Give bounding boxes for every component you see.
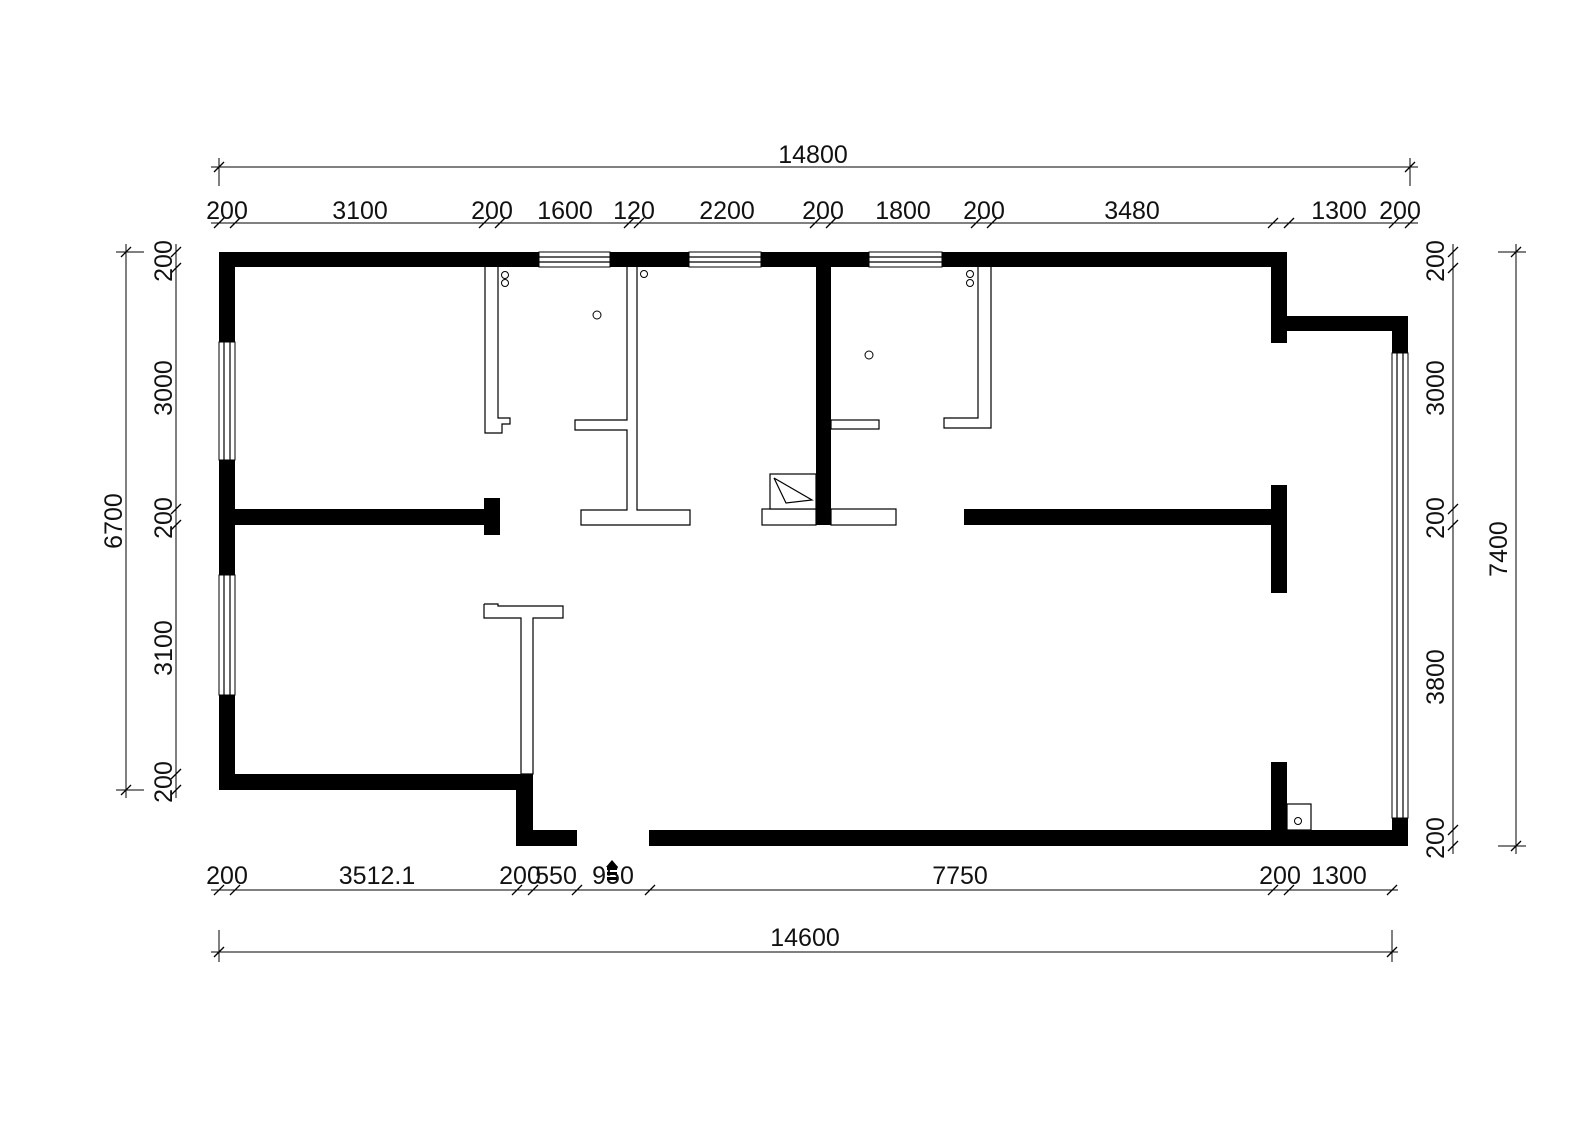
dim-top-label: 200 bbox=[471, 197, 513, 225]
wall-top bbox=[219, 252, 539, 267]
dim-top-label: 3100 bbox=[332, 197, 388, 225]
drain-box bbox=[1286, 803, 1312, 831]
wall-right bbox=[1392, 818, 1408, 846]
fixture-circle bbox=[966, 279, 974, 287]
wall-bottom bbox=[516, 774, 533, 846]
dim-left-label: 200 bbox=[150, 240, 178, 282]
fixture-circle bbox=[640, 270, 648, 278]
dim-top-label: 120 bbox=[613, 197, 655, 225]
counter bbox=[761, 508, 817, 526]
wall-top bbox=[761, 252, 869, 267]
dim-right-label: 200 bbox=[1422, 240, 1450, 282]
dimension-lines bbox=[116, 158, 1526, 962]
fixture-circle bbox=[592, 310, 602, 320]
dimension-ticks bbox=[120, 161, 1522, 958]
window-top bbox=[868, 251, 943, 268]
wall-interior bbox=[964, 509, 1287, 525]
dim-left-label: 200 bbox=[150, 761, 178, 803]
window-left bbox=[218, 574, 236, 696]
dim-top-label: 200 bbox=[963, 197, 1005, 225]
wall-interior bbox=[219, 509, 489, 525]
dim-right-label: 200 bbox=[1422, 817, 1450, 859]
wall-right bbox=[1271, 762, 1287, 846]
fixture-circle bbox=[966, 270, 974, 278]
window-left bbox=[218, 341, 236, 461]
dimension-labels: 14800 200 3100 200 1600 120 2200 200 180… bbox=[100, 141, 1513, 952]
wall-bottom bbox=[516, 830, 577, 846]
dim-top-label: 1300 bbox=[1311, 197, 1367, 225]
wall-interior bbox=[1271, 485, 1287, 593]
wall-right bbox=[1392, 316, 1408, 353]
wall-left bbox=[219, 252, 235, 342]
dim-right-label: 200 bbox=[1422, 497, 1450, 539]
partitions bbox=[483, 267, 1312, 880]
dim-top-label: 2200 bbox=[699, 197, 755, 225]
fixture-circle bbox=[864, 350, 874, 360]
drain-icon bbox=[1294, 817, 1302, 825]
dim-bottom-label: 200 bbox=[499, 862, 541, 890]
dim-top-label: 3480 bbox=[1104, 197, 1160, 225]
entrance-arrow-icon bbox=[606, 860, 618, 880]
dim-bottom-label: 200 bbox=[206, 862, 248, 890]
dim-bottom-label: 550 bbox=[535, 862, 577, 890]
dim-left-label: 200 bbox=[150, 497, 178, 539]
dim-top-label: 200 bbox=[206, 197, 248, 225]
wall-bottom bbox=[649, 830, 1408, 846]
counter bbox=[830, 508, 897, 526]
dim-top-label: 1600 bbox=[537, 197, 593, 225]
dim-top-label: 1800 bbox=[875, 197, 931, 225]
dim-right-label: 3800 bbox=[1422, 649, 1450, 705]
dim-bottom-label: 1300 bbox=[1311, 862, 1367, 890]
counter bbox=[830, 419, 880, 430]
dim-left-label: 3100 bbox=[150, 620, 178, 676]
walls bbox=[218, 251, 1409, 846]
fixture-circle bbox=[501, 279, 509, 287]
wall-interior bbox=[484, 498, 500, 535]
dim-top-total: 14800 bbox=[778, 141, 848, 169]
dim-left-label: 3000 bbox=[150, 360, 178, 416]
dim-top-label: 200 bbox=[1379, 197, 1421, 225]
wall-top bbox=[942, 252, 1287, 267]
window-right bbox=[1391, 352, 1409, 819]
wall-interior bbox=[816, 267, 831, 525]
dim-bottom-label: 200 bbox=[1259, 862, 1301, 890]
dim-right-label: 3000 bbox=[1422, 360, 1450, 416]
window-top bbox=[688, 251, 762, 268]
dim-bottom-label: 3512.1 bbox=[339, 862, 415, 890]
dim-bottom-label: 7750 bbox=[932, 862, 988, 890]
dim-right-total: 7400 bbox=[1485, 521, 1513, 577]
wall-bottom bbox=[219, 774, 533, 790]
wall-top bbox=[610, 252, 689, 267]
window-top bbox=[538, 251, 611, 268]
wall-right bbox=[1271, 316, 1408, 331]
dim-top-label: 200 bbox=[802, 197, 844, 225]
dim-left-total: 6700 bbox=[100, 493, 128, 549]
wall-left bbox=[219, 695, 235, 790]
dim-bottom-total: 14600 bbox=[770, 924, 840, 952]
fixture-circle bbox=[501, 271, 509, 279]
